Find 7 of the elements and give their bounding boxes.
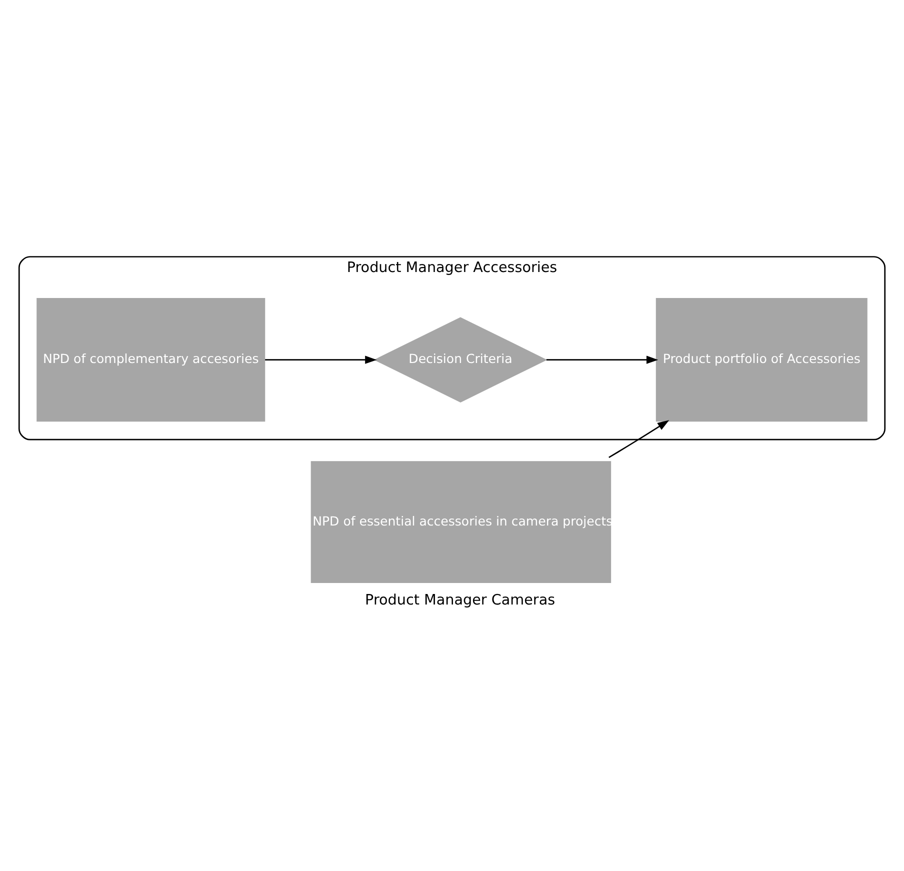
arrow	[265, 355, 377, 364]
node-box: NPD of complementary accesories	[36, 297, 266, 422]
node-label: Product Manager Cameras	[365, 592, 556, 608]
arrow	[608, 420, 670, 458]
node-box: Product portfolio of Accessories	[656, 297, 868, 422]
node-diamond: Decision Criteria	[374, 316, 548, 402]
arrow	[546, 355, 658, 364]
